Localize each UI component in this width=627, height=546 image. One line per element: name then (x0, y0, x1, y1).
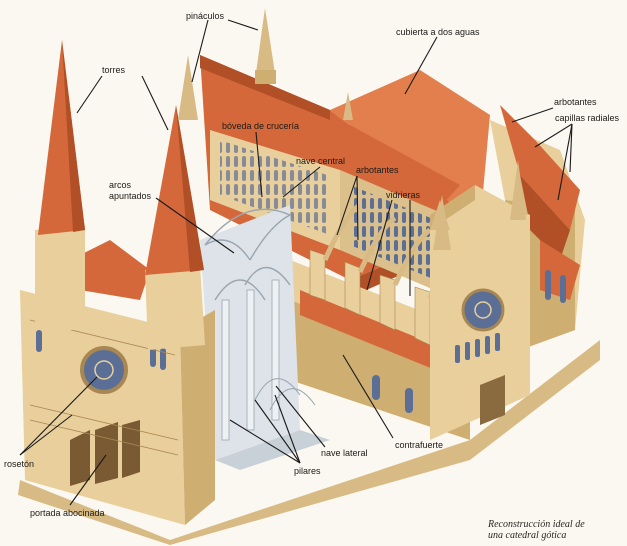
nave-pinnacle (178, 55, 198, 120)
label-apuntados: apuntados (109, 191, 152, 201)
pinnacle-small (343, 92, 353, 120)
label-portada: portada abocinada (30, 508, 105, 518)
apse-roof (500, 105, 580, 230)
caption: Reconstrucción ideal de una catedral gót… (488, 519, 585, 541)
transept-spire-right (510, 160, 526, 220)
label-pinaculos: pináculos (186, 11, 225, 21)
label-arbotantes-mid: arbotantes (356, 165, 399, 175)
label-capillas-radiales: capillas radiales (555, 113, 620, 123)
label-arbotantes-right: arbotantes (554, 97, 597, 107)
crossing-spire (255, 8, 276, 84)
west-facade (20, 240, 215, 525)
left-tower (35, 40, 85, 330)
label-pilares: pilares (294, 466, 321, 476)
caption-line-2: una catedral gótica (488, 530, 567, 541)
label-nave-central: nave central (296, 156, 346, 166)
label-cubierta: cubierta a dos aguas (396, 27, 480, 37)
caption-line-1: Reconstrucción ideal de (488, 519, 585, 530)
transept-rose-window (461, 288, 505, 332)
right-tower (145, 105, 205, 350)
label-vidrieras: vidrieras (386, 190, 421, 200)
label-torres: torres (102, 65, 126, 75)
leader-lines (19, 19, 573, 506)
transept-spire-left (433, 195, 451, 250)
label-boveda: bóveda de crucería (222, 121, 300, 131)
label-roseton: rosetón (4, 459, 35, 469)
label-contrafuerte: contrafuerte (395, 440, 444, 450)
label-arcos: arcos (109, 180, 132, 190)
label-nave-lateral: nave lateral (321, 448, 368, 458)
cathedral-base (18, 340, 600, 545)
